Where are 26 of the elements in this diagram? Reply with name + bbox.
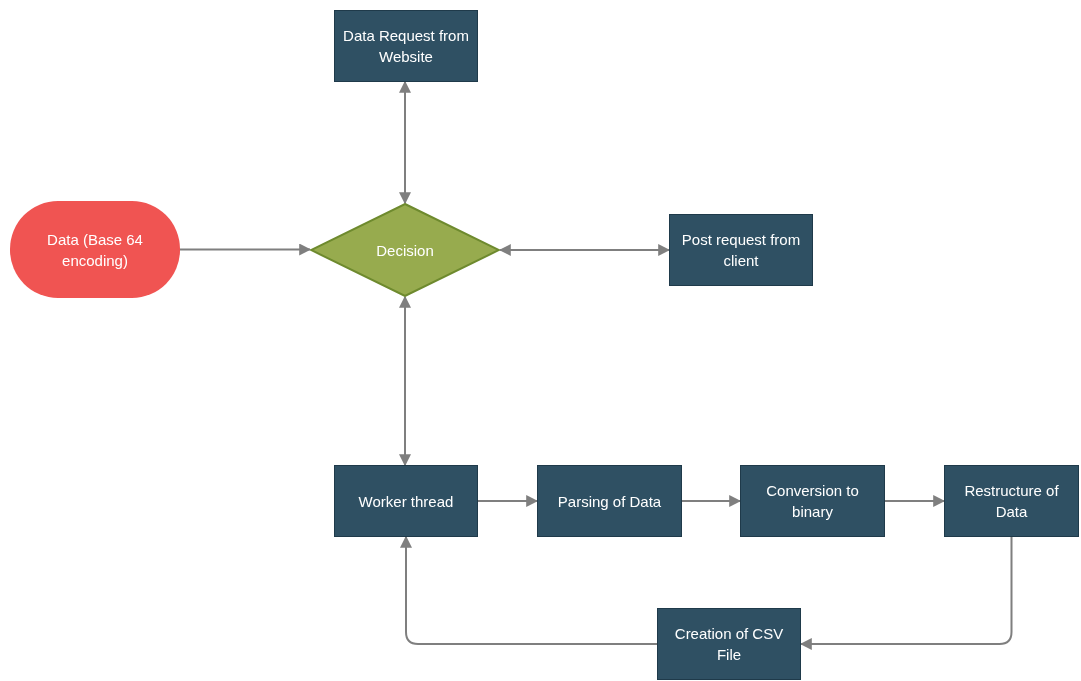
arrow — [179, 243, 312, 256]
node-label: Restructure of Data — [963, 481, 1060, 522]
node-label: Parsing of Data — [557, 491, 662, 512]
process-box — [657, 608, 801, 680]
process-box — [740, 465, 885, 537]
node-label: Decision — [376, 240, 434, 261]
decision-diamond — [310, 203, 500, 297]
arrow — [477, 495, 539, 507]
arrow — [799, 536, 1013, 650]
arrow — [681, 495, 742, 507]
process-box — [669, 214, 813, 286]
node-label: Worker thread — [358, 491, 454, 512]
arrow — [498, 244, 671, 256]
process-box — [334, 465, 478, 537]
node-label: Data (Base 64 encoding) — [46, 229, 144, 271]
process-box — [537, 465, 682, 537]
node-label: Conversion to binary — [765, 481, 860, 522]
arrow — [399, 80, 411, 205]
arrow — [399, 295, 411, 467]
node-label: Post request from client — [680, 230, 802, 271]
process-box — [944, 465, 1079, 537]
node-label: Creation of CSV File — [673, 624, 785, 665]
arrow — [884, 495, 946, 507]
process-box — [334, 10, 478, 82]
arrow — [400, 535, 658, 645]
node-label: Data Request from Website — [343, 26, 469, 67]
